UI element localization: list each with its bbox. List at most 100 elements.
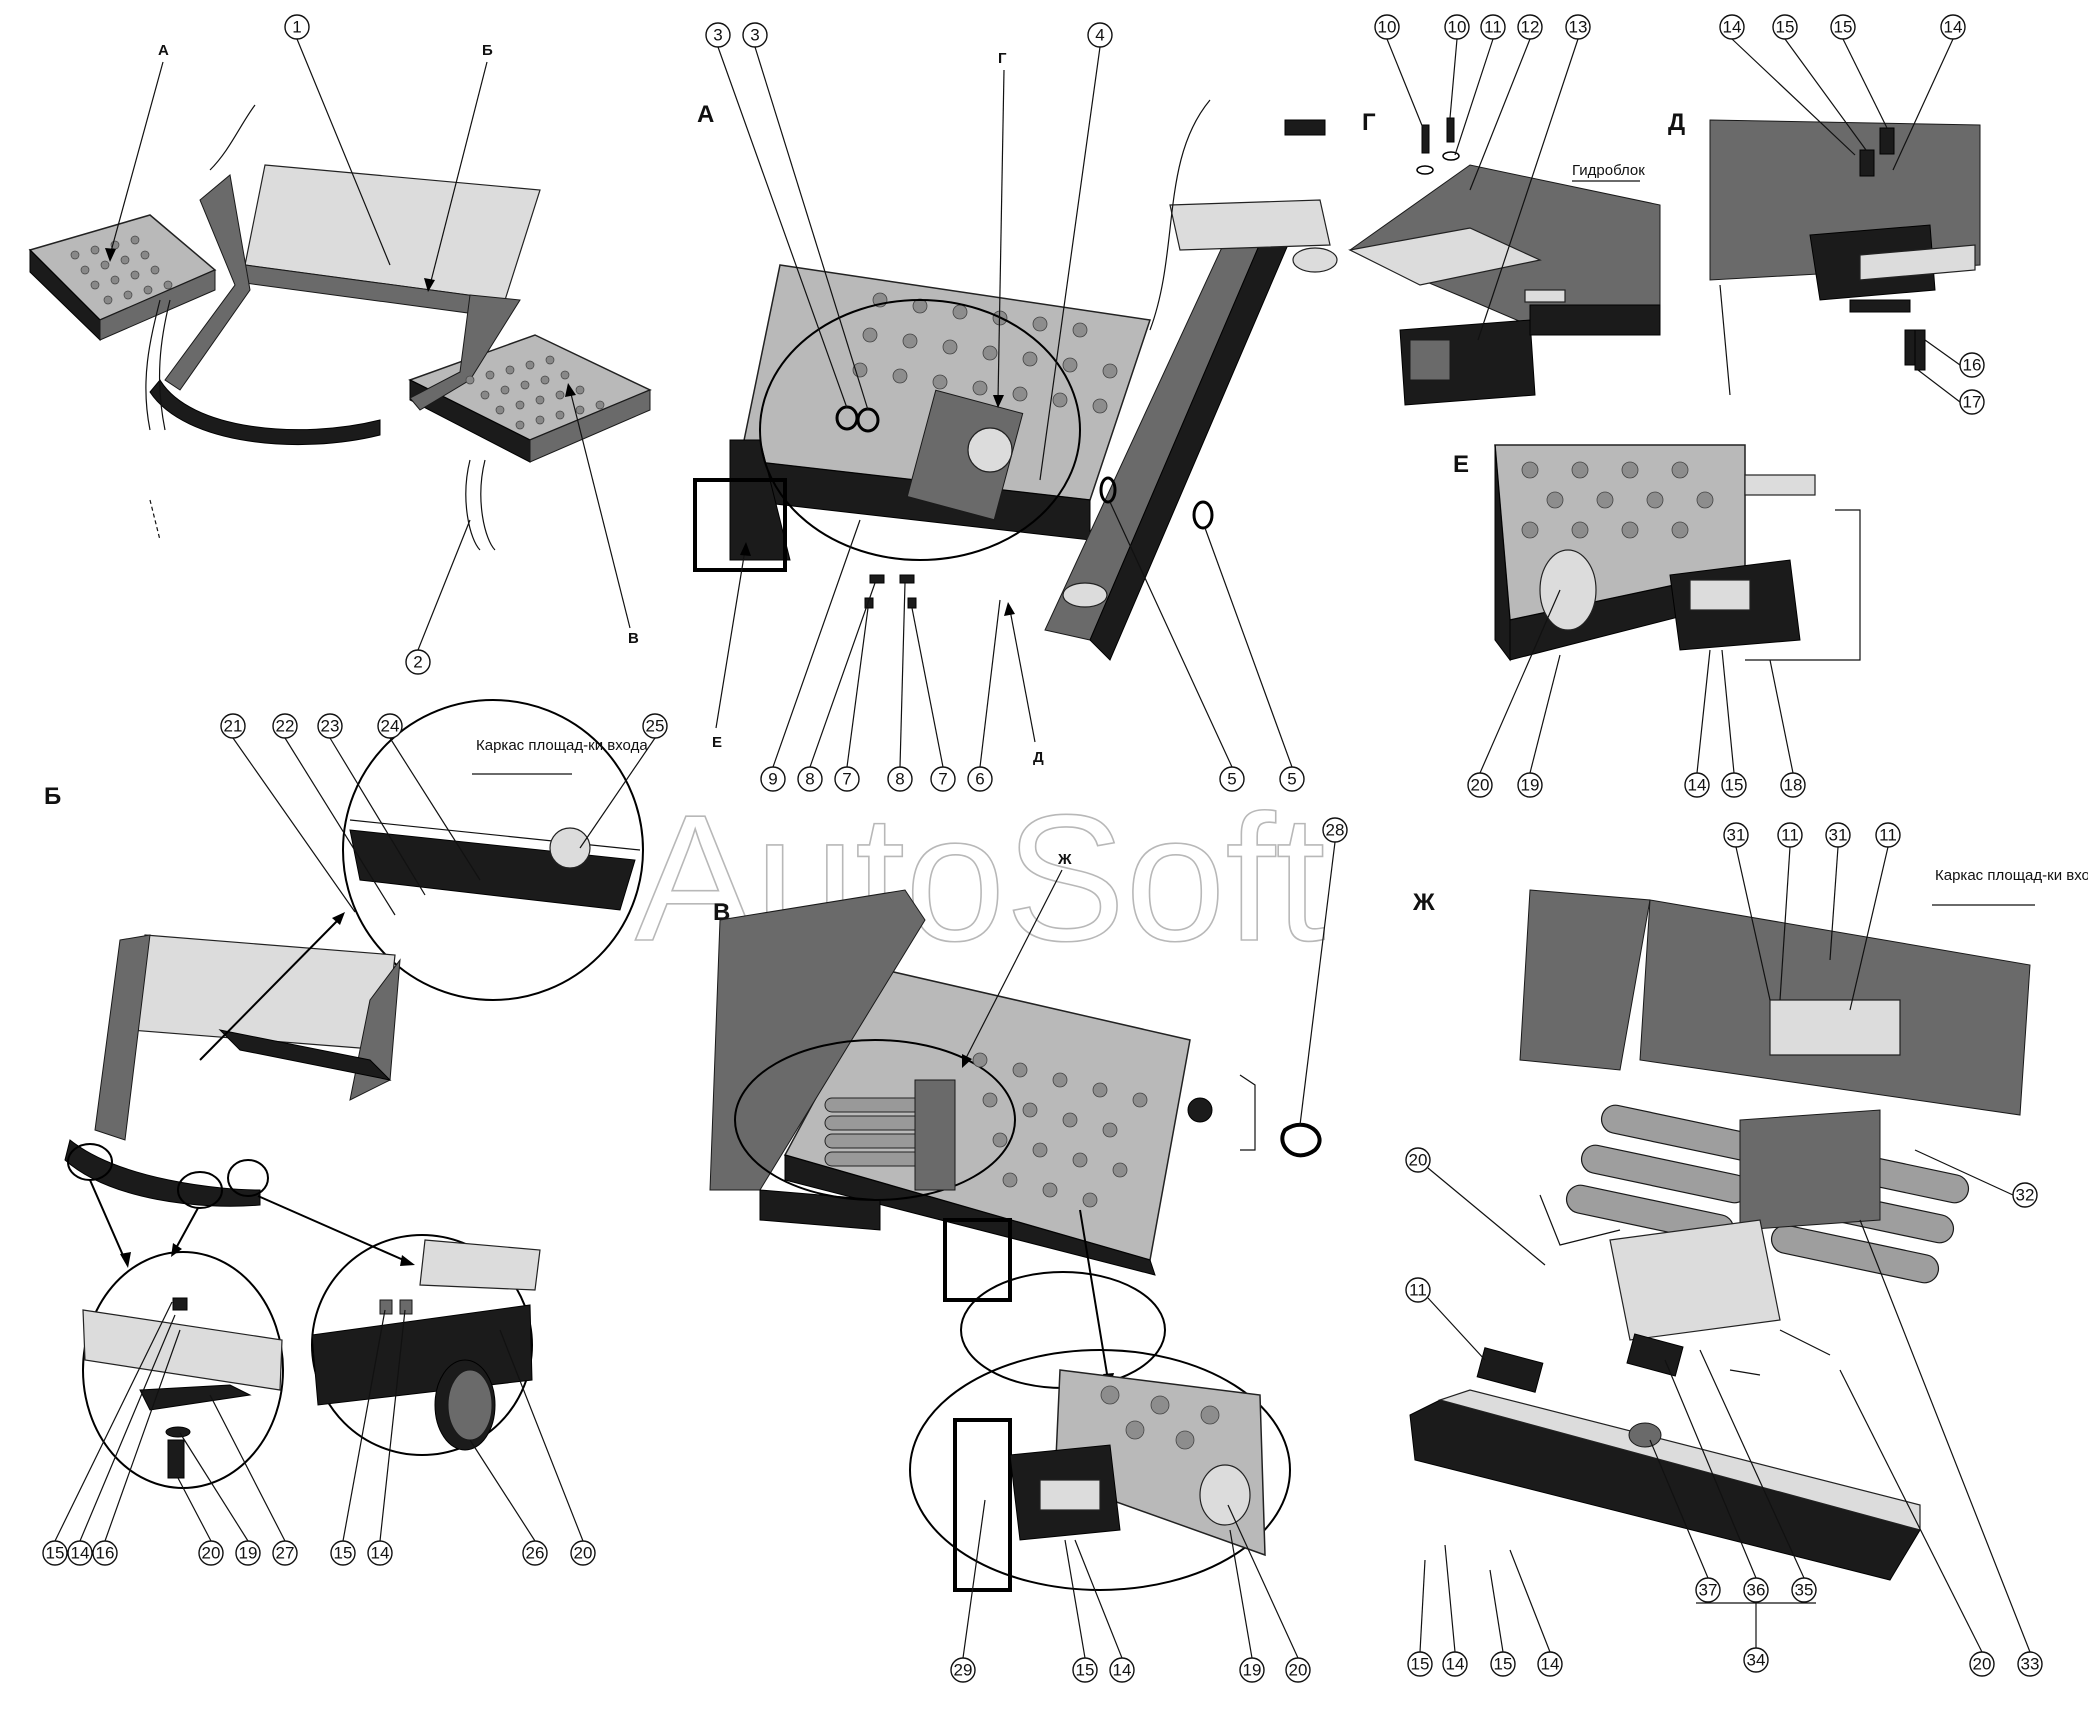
label-d-14-first: 14 <box>1719 14 1745 40</box>
overview-marker-b: Б <box>482 42 493 59</box>
label-d-15-first: 15 <box>1772 14 1798 40</box>
svg-text:3: 3 <box>713 26 722 45</box>
svg-text:17: 17 <box>1963 393 1982 412</box>
label-zh-11-second: 11 <box>1875 822 1901 848</box>
label-g-10-second: 10 <box>1444 14 1470 40</box>
svg-text:15: 15 <box>1834 18 1853 37</box>
svg-text:14: 14 <box>1113 1661 1132 1680</box>
label-b-22: 22 <box>272 713 298 739</box>
svg-text:11: 11 <box>1781 826 1799 845</box>
svg-text:36: 36 <box>1747 1581 1766 1600</box>
label-a-3-second: 3 <box>742 22 768 48</box>
svg-text:20: 20 <box>1409 1151 1428 1170</box>
label-d-15-second: 15 <box>1830 14 1856 40</box>
svg-text:7: 7 <box>842 770 851 789</box>
label-e-19: 19 <box>1517 772 1543 798</box>
view-a: А Г Д Е <box>693 50 1338 766</box>
svg-text:20: 20 <box>1289 1661 1308 1680</box>
label-b-21: 21 <box>220 713 246 739</box>
label-zh-31-first: 31 <box>1723 822 1749 848</box>
svg-text:28: 28 <box>1326 821 1345 840</box>
label-b-27: 27 <box>272 1540 298 1566</box>
label-a-8-second: 8 <box>887 766 913 792</box>
label-b-15-right: 15 <box>330 1540 356 1566</box>
view-d: Д <box>1668 109 1981 396</box>
svg-text:19: 19 <box>239 1544 258 1563</box>
svg-text:22: 22 <box>276 717 295 736</box>
svg-text:5: 5 <box>1287 770 1296 789</box>
svg-text:1: 1 <box>292 18 301 37</box>
label-v-20: 20 <box>1285 1657 1311 1683</box>
label-zh-20-right: 20 <box>1969 1651 1995 1677</box>
section-letter-b: Б <box>44 783 61 810</box>
section-letter-a: А <box>697 101 714 128</box>
label-b-23: 23 <box>317 713 343 739</box>
svg-text:6: 6 <box>975 770 984 789</box>
svg-text:14: 14 <box>71 1544 90 1563</box>
label-zh-34: 34 <box>1743 1647 1769 1673</box>
label-zh-11-third: 11 <box>1405 1277 1431 1303</box>
view-a-marker-d: Д <box>1033 749 1044 766</box>
label-zh-33: 33 <box>2017 1651 2043 1677</box>
svg-text:15: 15 <box>1076 1661 1095 1680</box>
svg-text:31: 31 <box>1727 826 1746 845</box>
svg-text:11: 11 <box>1484 18 1502 37</box>
label-a-9: 9 <box>760 766 786 792</box>
label-a-5-second: 5 <box>1279 766 1305 792</box>
label-zh-36: 36 <box>1743 1577 1769 1603</box>
svg-text:9: 9 <box>768 770 777 789</box>
label-e-15: 15 <box>1721 772 1747 798</box>
svg-text:24: 24 <box>381 717 400 736</box>
label-v-15: 15 <box>1072 1657 1098 1683</box>
label-zh-20-left: 20 <box>1405 1147 1431 1173</box>
svg-text:14: 14 <box>1541 1655 1560 1674</box>
svg-text:20: 20 <box>1471 776 1490 795</box>
overview-marker-a: А <box>158 42 169 59</box>
label-zh-11-first: 11 <box>1777 822 1803 848</box>
label-zh-31-second: 31 <box>1825 822 1851 848</box>
svg-text:7: 7 <box>938 770 947 789</box>
svg-text:19: 19 <box>1521 776 1540 795</box>
label-b-16: 16 <box>92 1540 118 1566</box>
label-zh-14-b: 14 <box>1537 1651 1563 1677</box>
label-v-28: 28 <box>1322 817 1348 843</box>
svg-text:20: 20 <box>202 1544 221 1563</box>
label-zh-32: 32 <box>2012 1182 2038 1208</box>
section-letter-d: Д <box>1668 109 1685 136</box>
label-b-26: 26 <box>522 1540 548 1566</box>
label-e-14: 14 <box>1684 772 1710 798</box>
svg-text:29: 29 <box>954 1661 973 1680</box>
svg-text:31: 31 <box>1829 826 1848 845</box>
label-a-4: 4 <box>1087 22 1113 48</box>
label-b-19: 19 <box>235 1540 261 1566</box>
svg-text:23: 23 <box>321 717 340 736</box>
section-letter-zh: Ж <box>1412 889 1435 916</box>
view-a-marker-g: Г <box>998 50 1007 67</box>
svg-text:8: 8 <box>805 770 814 789</box>
label-b-20-right: 20 <box>570 1540 596 1566</box>
label-b-14-left: 14 <box>67 1540 93 1566</box>
label-b-24: 24 <box>377 713 403 739</box>
label-d-16: 16 <box>1959 352 1985 378</box>
label-zh-15-b: 15 <box>1490 1651 1516 1677</box>
label-zh-35: 35 <box>1791 1577 1817 1603</box>
view-v-marker-zh: Ж <box>1057 851 1072 868</box>
label-b-25: 25 <box>642 713 668 739</box>
svg-text:35: 35 <box>1795 1581 1814 1600</box>
label-v-19: 19 <box>1239 1657 1265 1683</box>
label-a-8-first: 8 <box>797 766 823 792</box>
label-b-15-left: 15 <box>42 1540 68 1566</box>
label-zh-37: 37 <box>1695 1577 1721 1603</box>
svg-text:2: 2 <box>413 653 422 672</box>
svg-text:19: 19 <box>1243 1661 1262 1680</box>
svg-text:11: 11 <box>1879 826 1897 845</box>
svg-text:21: 21 <box>224 717 243 736</box>
label-zh-14-a: 14 <box>1442 1651 1468 1677</box>
label-d-14-second: 14 <box>1940 14 1966 40</box>
section-letter-e: Е <box>1453 451 1469 478</box>
overview-marker-v: В <box>628 630 639 647</box>
svg-text:12: 12 <box>1521 18 1540 37</box>
svg-text:14: 14 <box>1944 18 1963 37</box>
svg-text:15: 15 <box>46 1544 65 1563</box>
